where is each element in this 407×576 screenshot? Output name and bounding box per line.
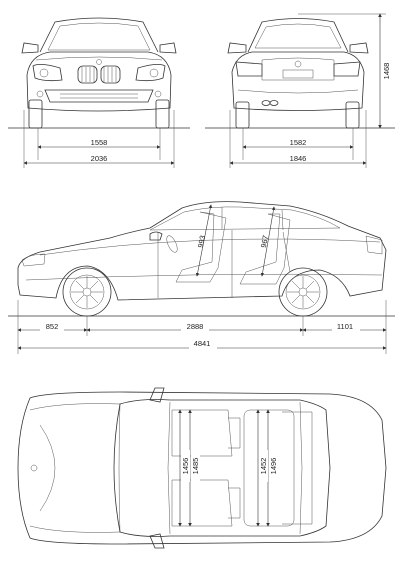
wheelbase-label: 2888	[187, 322, 204, 331]
top-view: 1456 1485 1452 1496	[17, 387, 387, 549]
rear-headroom-label: 967	[259, 235, 270, 249]
side-view: 993 967 852 2888 1101 4841	[8, 201, 395, 354]
front-headroom-label: 993	[196, 235, 207, 249]
overall-length-label: 4841	[194, 339, 211, 348]
rear-overall-width-label: 1846	[290, 154, 307, 163]
rear-track-width-label: 1582	[290, 138, 307, 147]
rear-elbow-width-label: 1496	[269, 458, 278, 475]
front-view: 1558 2036	[8, 17, 190, 168]
rear-view: 1468 1582 1846	[205, 13, 395, 168]
front-overhang-label: 852	[46, 322, 59, 331]
rear-shoulder-width-label: 1452	[259, 458, 268, 475]
rear-overhang-label: 1101	[337, 322, 353, 331]
front-elbow-width-label: 1485	[191, 458, 200, 475]
height-label: 1468	[382, 63, 391, 80]
front-track-width-label: 1558	[91, 138, 108, 147]
front-shoulder-width-label: 1456	[181, 458, 190, 475]
front-overall-width-label: 2036	[91, 154, 108, 163]
